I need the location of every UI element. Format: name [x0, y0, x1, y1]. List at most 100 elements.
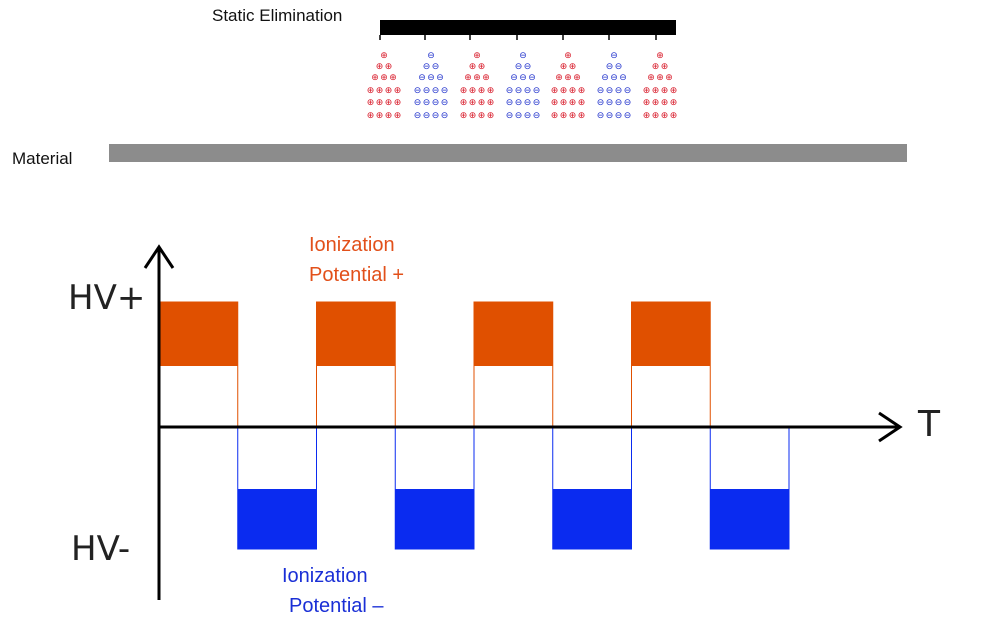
positive-ion: ⊕ — [661, 86, 669, 96]
positive-ion: ⊕ — [652, 62, 660, 72]
positive-ion: ⊕ — [380, 51, 388, 61]
positive-ion: ⊕ — [560, 111, 568, 121]
positive-ion: ⊕ — [376, 111, 384, 121]
positive-pulse-fill — [474, 302, 553, 366]
negative-ion: ⊖ — [624, 98, 632, 108]
positive-ion: ⊕ — [469, 98, 477, 108]
negative-ion: ⊖ — [423, 62, 431, 72]
positive-ion: ⊕ — [555, 73, 563, 83]
ionization-positive-line1: Ionization — [309, 234, 395, 256]
negative-ion: ⊖ — [519, 73, 527, 83]
positive-ion: ⊕ — [578, 86, 586, 96]
negative-ion: ⊖ — [515, 62, 523, 72]
negative-ion: ⊖ — [615, 86, 623, 96]
positive-ion: ⊕ — [573, 73, 581, 83]
negative-ion: ⊖ — [506, 86, 514, 96]
negative-ion: ⊖ — [524, 98, 532, 108]
positive-ion: ⊕ — [560, 98, 568, 108]
positive-ion: ⊕ — [652, 111, 660, 121]
positive-ion: ⊕ — [569, 62, 577, 72]
positive-ion: ⊕ — [569, 86, 577, 96]
negative-ion: ⊖ — [524, 86, 532, 96]
material-label: Material — [12, 149, 73, 168]
negative-pulse-fill — [395, 489, 474, 549]
positive-ion: ⊕ — [473, 51, 481, 61]
negative-ion: ⊖ — [619, 73, 627, 83]
ionization-negative-line1: Ionization — [282, 565, 368, 587]
positive-ion: ⊕ — [487, 111, 495, 121]
negative-ion: ⊖ — [610, 51, 618, 61]
electrode — [379, 20, 676, 40]
negative-ion: ⊖ — [601, 73, 609, 83]
positive-ion: ⊕ — [469, 111, 477, 121]
negative-ion: ⊖ — [427, 73, 435, 83]
positive-ion: ⊕ — [367, 98, 375, 108]
negative-pulse-fill — [237, 489, 317, 549]
positive-ion: ⊕ — [551, 86, 559, 96]
positive-ion: ⊕ — [487, 86, 495, 96]
positive-ion: ⊕ — [394, 111, 402, 121]
positive-pulse-fill — [159, 302, 238, 366]
positive-ion: ⊕ — [469, 62, 477, 72]
ion-cluster-negative: ⊖⊖⊖⊖⊖⊖⊖⊖⊖⊖⊖⊖⊖⊖⊖⊖⊖⊖ — [597, 51, 632, 121]
positive-ion: ⊕ — [578, 98, 586, 108]
positive-ion: ⊕ — [376, 98, 384, 108]
negative-ion: ⊖ — [432, 86, 440, 96]
ionization-negative-line2: Potential – — [289, 595, 384, 617]
positive-pulse-fill — [631, 302, 711, 366]
ion-cluster-positive: ⊕⊕⊕⊕⊕⊕⊕⊕⊕⊕⊕⊕⊕⊕⊕⊕⊕⊕ — [551, 51, 586, 121]
negative-ion: ⊖ — [423, 111, 431, 121]
positive-ion: ⊕ — [460, 86, 468, 96]
negative-ion: ⊖ — [423, 98, 431, 108]
positive-ion: ⊕ — [385, 62, 393, 72]
positive-ion: ⊕ — [385, 86, 393, 96]
hv-plus-label: HV+ — [68, 278, 146, 318]
negative-ion: ⊖ — [606, 98, 614, 108]
negative-ion: ⊖ — [597, 98, 605, 108]
positive-ion: ⊕ — [661, 98, 669, 108]
time-axis-label: T — [918, 404, 940, 445]
positive-ion: ⊕ — [569, 98, 577, 108]
positive-ion: ⊕ — [656, 51, 664, 61]
positive-ion: ⊕ — [460, 111, 468, 121]
negative-ion: ⊖ — [624, 111, 632, 121]
positive-ion: ⊕ — [551, 111, 559, 121]
negative-ion: ⊖ — [606, 111, 614, 121]
y-axis-arrowhead — [143, 244, 175, 269]
positive-ion: ⊕ — [464, 73, 472, 83]
positive-ion: ⊕ — [367, 111, 375, 121]
ion-cluster-positive: ⊕⊕⊕⊕⊕⊕⊕⊕⊕⊕⊕⊕⊕⊕⊕⊕⊕⊕ — [643, 51, 678, 121]
positive-ion: ⊕ — [643, 98, 651, 108]
positive-ion: ⊕ — [652, 86, 660, 96]
axes — [143, 244, 903, 600]
material-bar — [109, 144, 907, 162]
negative-ion: ⊖ — [432, 98, 440, 108]
positive-ion: ⊕ — [560, 86, 568, 96]
negative-ion: ⊖ — [615, 62, 623, 72]
positive-ion: ⊕ — [670, 111, 678, 121]
positive-ion: ⊕ — [487, 98, 495, 108]
material-strip — [109, 144, 907, 162]
positive-ion: ⊕ — [394, 98, 402, 108]
positive-ion: ⊕ — [380, 73, 388, 83]
positive-ion: ⊕ — [367, 86, 375, 96]
positive-ion: ⊕ — [661, 62, 669, 72]
negative-ion: ⊖ — [533, 98, 541, 108]
positive-ion: ⊕ — [643, 111, 651, 121]
positive-ion: ⊕ — [394, 86, 402, 96]
negative-ion: ⊖ — [418, 73, 426, 83]
positive-pulse-fill — [316, 302, 396, 366]
negative-ion: ⊖ — [506, 98, 514, 108]
positive-ion: ⊕ — [551, 98, 559, 108]
positive-ion: ⊕ — [473, 73, 481, 83]
positive-ion: ⊕ — [652, 98, 660, 108]
negative-ion: ⊖ — [524, 62, 532, 72]
positive-ion: ⊕ — [482, 73, 490, 83]
negative-pulse-fill — [710, 489, 789, 549]
ion-cluster-negative: ⊖⊖⊖⊖⊖⊖⊖⊖⊖⊖⊖⊖⊖⊖⊖⊖⊖⊖ — [506, 51, 541, 121]
ion-cluster-negative: ⊖⊖⊖⊖⊖⊖⊖⊖⊖⊖⊖⊖⊖⊖⊖⊖⊖⊖ — [414, 51, 449, 121]
ionization-negative-note: Ionization Potential – — [282, 561, 384, 621]
positive-ion: ⊕ — [656, 73, 664, 83]
